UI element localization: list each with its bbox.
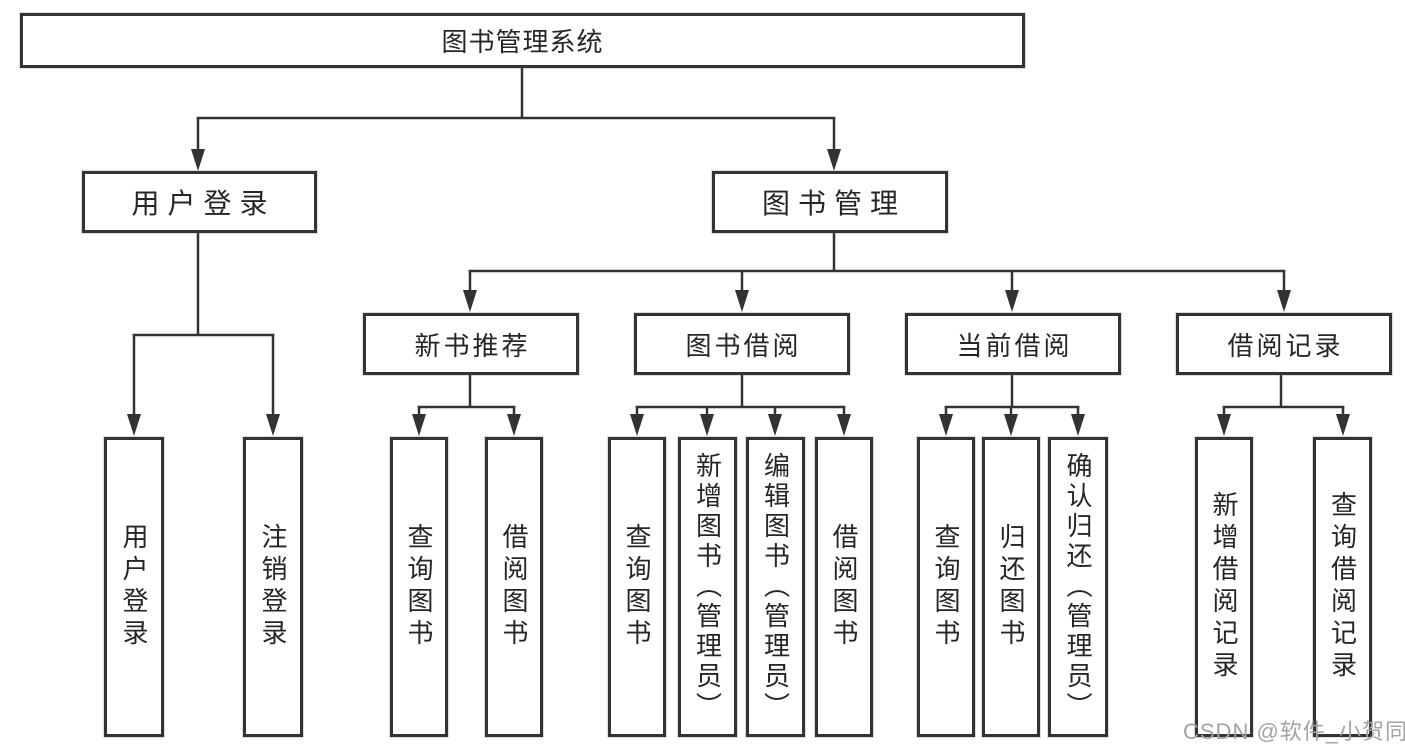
node-book-borrowing: 图书借阅 bbox=[634, 313, 850, 375]
leaf-cb-query-books: 查询图书 bbox=[917, 437, 975, 737]
node-current-borrowing-label: 当前借阅 bbox=[956, 330, 1073, 361]
leaf-br-query-record-label: 查询借阅记录 bbox=[1327, 491, 1358, 683]
leaf-nbr-borrow-books: 借阅图书 bbox=[485, 437, 543, 737]
leaf-cb-return-books-label: 归还图书 bbox=[996, 523, 1026, 651]
node-book-borrowing-label: 图书借阅 bbox=[685, 330, 802, 361]
leaf-bb-borrow-books: 借阅图书 bbox=[815, 437, 873, 737]
leaf-bb-add-book-admin: 新增图书（管理员） bbox=[678, 437, 737, 737]
leaf-logout: 注销登录 bbox=[243, 437, 303, 737]
node-library-system-label: 图书管理系统 bbox=[441, 27, 604, 57]
leaf-nbr-borrow-books-label: 借阅图书 bbox=[499, 523, 529, 651]
leaf-bb-query-books: 查询图书 bbox=[608, 437, 666, 737]
node-current-borrowing: 当前借阅 bbox=[905, 313, 1121, 375]
node-user-login: 用户登录 bbox=[82, 171, 317, 233]
leaf-br-query-record: 查询借阅记录 bbox=[1313, 437, 1372, 737]
leaf-cb-confirm-return-admin-label: 确认归还（管理员） bbox=[1063, 452, 1093, 722]
leaf-nbr-query-books-label: 查询图书 bbox=[404, 523, 434, 651]
node-borrowing-records: 借阅记录 bbox=[1176, 313, 1392, 375]
node-book-management: 图书管理 bbox=[712, 171, 948, 233]
leaf-cb-return-books: 归还图书 bbox=[982, 437, 1040, 737]
leaf-bb-edit-book-admin-label: 编辑图书（管理员） bbox=[760, 452, 791, 722]
node-borrowing-records-label: 借阅记录 bbox=[1227, 330, 1344, 361]
leaf-cb-confirm-return-admin: 确认归还（管理员） bbox=[1048, 437, 1108, 737]
csdn-watermark: CSDN @软件_小贺同学 bbox=[1183, 719, 1405, 744]
leaf-nbr-query-books: 查询图书 bbox=[390, 437, 448, 737]
leaf-user-login: 用户登录 bbox=[104, 437, 164, 737]
node-book-management-label: 图书管理 bbox=[761, 188, 906, 219]
leaf-bb-borrow-books-label: 借阅图书 bbox=[829, 523, 859, 651]
leaf-br-add-record: 新增借阅记录 bbox=[1195, 437, 1253, 737]
leaf-br-add-record-label: 新增借阅记录 bbox=[1209, 491, 1239, 683]
node-new-book-recommend: 新书推荐 bbox=[363, 313, 579, 375]
leaf-logout-label: 注销登录 bbox=[258, 523, 288, 651]
leaf-bb-edit-book-admin: 编辑图书（管理员） bbox=[746, 437, 805, 737]
node-user-login-label: 用户登录 bbox=[131, 188, 276, 219]
leaf-bb-add-book-admin-label: 新增图书（管理员） bbox=[692, 452, 723, 722]
leaf-bb-query-books-label: 查询图书 bbox=[622, 523, 652, 651]
node-library-system: 图书管理系统 bbox=[20, 13, 1025, 68]
leaf-user-login-label: 用户登录 bbox=[119, 523, 149, 651]
node-new-book-recommend-label: 新书推荐 bbox=[414, 330, 531, 361]
leaf-cb-query-books-label: 查询图书 bbox=[931, 523, 961, 651]
